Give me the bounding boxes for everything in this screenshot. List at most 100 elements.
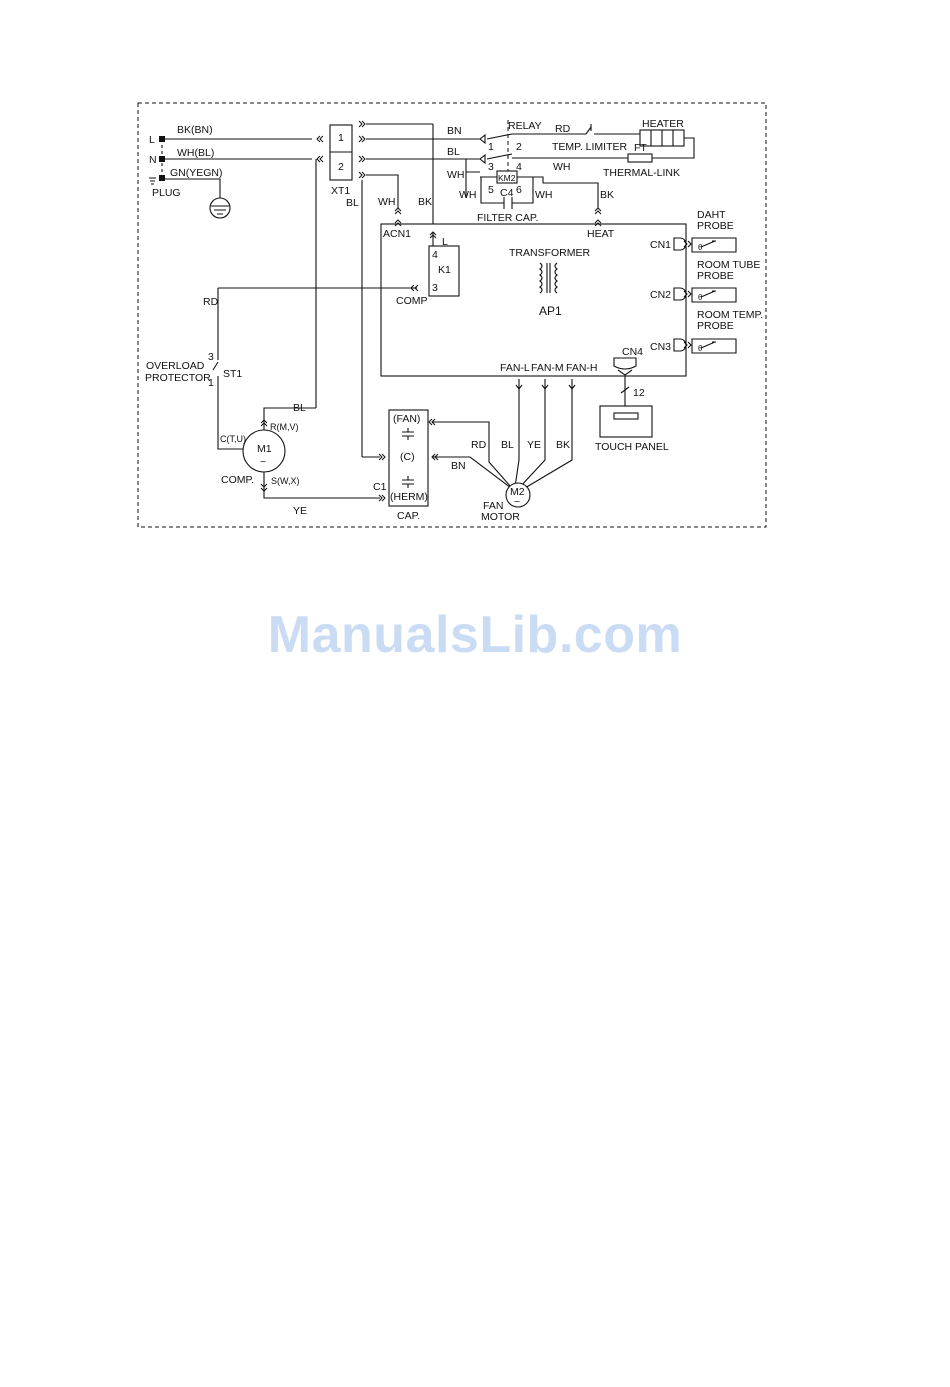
comp-code: M1 (257, 443, 272, 455)
overload-code: ST1 (223, 368, 242, 380)
relay-label: RELAY (508, 120, 542, 132)
thermal-link-code: FT (634, 142, 647, 154)
compressor-m1: M1 ~ R(M,V) C(T,U) S(W,X) COMP. (220, 407, 380, 499)
overload-line1: OVERLOAD (146, 360, 205, 372)
label-plug: PLUG (152, 187, 181, 199)
relay-p6: 6 (516, 184, 522, 196)
transformer-icon (539, 262, 558, 294)
probe-room-tube-2: PROBE (697, 270, 734, 282)
relay-p3: 3 (488, 161, 494, 173)
relay-p1: 1 (488, 141, 494, 153)
temp-limiter-label: TEMP. LIMITER (552, 141, 627, 153)
heater: HEATER (639, 118, 695, 159)
overload-protector-st1: 3 ST1 1 OVERLOAD PROTECTOR (145, 288, 248, 450)
touch-panel-label: TOUCH PANEL (595, 441, 669, 453)
wire-bl-top: BL (447, 146, 460, 158)
probe-room-temp: θ ROOM TEMP. PROBE (673, 309, 763, 354)
k1-pin4: 4 (432, 249, 438, 261)
probe-room-temp-1: ROOM TEMP. (697, 309, 763, 321)
acn1-label: ACN1 (383, 228, 411, 240)
probe-daht: θ DAHT PROBE (673, 209, 737, 253)
xt1-label: XT1 (331, 185, 350, 197)
theta-3: θ (698, 344, 703, 353)
filter-cap-label: FILTER CAP. (477, 212, 538, 224)
k1-l: L (442, 236, 448, 248)
wire-bk-heat: BK (600, 189, 614, 201)
cn4-label: CN4 (622, 346, 643, 358)
wire-wh-relay2: WH (459, 189, 477, 201)
transformer-label: TRANSFORMER (509, 247, 591, 259)
cap-herm: (HERM) (390, 491, 428, 503)
wire-bk-k1: BK (418, 196, 432, 208)
overload-p1: 1 (208, 377, 214, 389)
capacitor-c1: (FAN) (C) (HERM) C1 CAP. (373, 409, 439, 522)
wire-wh-relay: WH (447, 169, 465, 181)
comp-label: COMP. (221, 474, 254, 486)
probe-room-tube: θ ROOM TUBE PROBE (673, 259, 760, 303)
label-n: N (149, 154, 157, 166)
fan-l-label: FAN-L (500, 362, 530, 374)
overload-line2: PROTECTOR (145, 372, 211, 384)
wire-wh-relay3: WH (535, 189, 553, 201)
wire-bk-fan: BK (556, 439, 570, 451)
cap-common: (C) (400, 451, 415, 463)
label-l: L (149, 134, 155, 146)
wire-gn-yegn: GN(YEGN) (170, 167, 223, 179)
fan-motor-tilde: ~ (514, 496, 520, 508)
fan-motor-code: M2 (510, 486, 525, 498)
theta-1: θ (698, 243, 703, 252)
thermal-link-label: THERMAL-LINK (603, 167, 680, 179)
wire-rd-heater: RD (555, 123, 571, 135)
wire-bl-comp: BL (293, 402, 306, 414)
theta-2: θ (698, 293, 703, 302)
fan-motor-line1: FAN (483, 500, 503, 512)
xt1-pin1: 1 (338, 132, 344, 144)
wire-wh-bl: WH(BL) (177, 147, 214, 159)
wire-rd-fan: RD (471, 439, 487, 451)
probe-daht-1: DAHT (697, 209, 726, 221)
temp-limiter-icon (585, 124, 640, 135)
cn2-label: CN2 (650, 289, 671, 301)
ap1-label: AP1 (539, 304, 562, 318)
cap-code: C1 (373, 481, 387, 493)
wire-wh-acn1: WH (378, 196, 396, 208)
comp-r: R(M,V) (270, 422, 299, 432)
wire-ye-comp: YE (293, 505, 307, 517)
diagram-frame (137, 102, 767, 528)
comp-s: S(W,X) (271, 476, 300, 486)
relay-coil: KM2 (498, 173, 516, 183)
power-plug: L N PLUG BK(BN) WH(BL) GN(YEGN) (149, 124, 312, 219)
fan-motor-line2: MOTOR (481, 511, 520, 523)
relay-p4: 4 (516, 161, 522, 173)
wire-bk-bn: BK(BN) (177, 124, 213, 136)
cap-label: CAP. (397, 510, 420, 522)
wire-rd-comp: RD (203, 296, 219, 308)
comp-label: COMP (396, 295, 428, 307)
touch-panel: 12 TOUCH PANEL (595, 357, 669, 453)
relay-p2: 2 (516, 141, 522, 153)
probe-room-tube-1: ROOM TUBE (697, 259, 760, 271)
wire-bn-fan: BN (451, 460, 466, 472)
ground-icon (209, 197, 231, 219)
fan-h-label: FAN-H (566, 362, 598, 374)
wire-bn-top: BN (447, 125, 462, 137)
filter-capacitor-c4: C4 FILTER CAP. (477, 177, 538, 224)
relay-p5: 5 (488, 184, 494, 196)
wire-wh-thermal: WH (553, 161, 571, 173)
k1-pin3: 3 (432, 282, 438, 294)
overload-p3: 3 (208, 351, 214, 363)
wire-bl-fan: BL (501, 439, 514, 451)
wire-bl-xt1: BL (346, 197, 359, 209)
wire-ye-fan: YE (527, 439, 541, 451)
probe-room-temp-2: PROBE (697, 320, 734, 332)
heater-label: HEATER (642, 118, 684, 130)
k1-label: K1 (438, 264, 451, 276)
filter-cap-code: C4 (500, 187, 514, 199)
touch-panel-wires: 12 (633, 387, 645, 399)
xt1-pin2: 2 (338, 161, 344, 173)
fan-motor-m2: M2 ~ FAN MOTOR (481, 482, 531, 523)
watermark: ManualsLib.com (267, 606, 683, 664)
terminal-block-xt1: 1 2 XT1 (316, 120, 366, 197)
fan-m-label: FAN-M (531, 362, 564, 374)
